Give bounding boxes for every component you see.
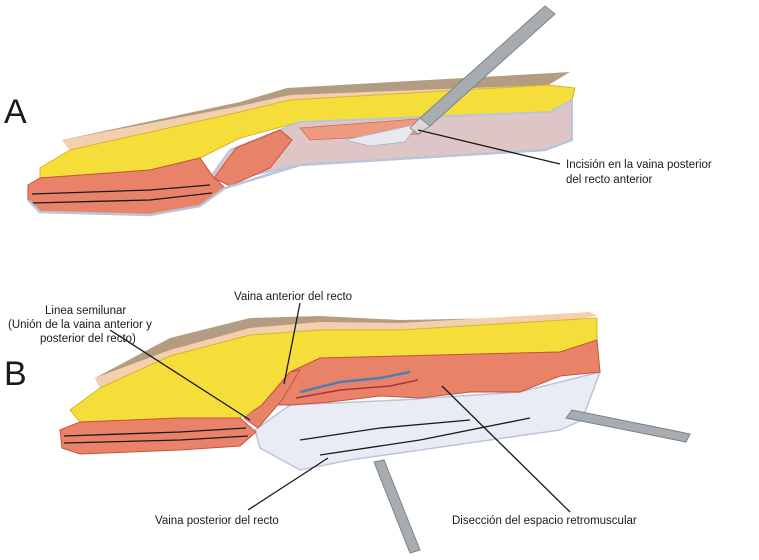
panel-b-lateral-muscles xyxy=(60,418,256,454)
semilunar-label-line-1: Linea semilunar xyxy=(45,305,126,317)
semilunar-label-line-2: (Unión de la vaina anterior y xyxy=(8,319,152,331)
incision-label-line-1: Incisión en la vaina posterior xyxy=(566,159,712,171)
posterior-sheath-leader xyxy=(248,458,328,510)
anterior-sheath-label: Vaina anterior del recto xyxy=(234,291,352,303)
incision-label-line-2: del recto anterior xyxy=(566,174,652,186)
panel-b-letter: B xyxy=(4,355,27,393)
retractor-right-icon xyxy=(566,410,690,442)
semilunar-label-line-3: posterior del recto) xyxy=(40,333,136,345)
panel-a: A Incisión en la vaina posterior del rec… xyxy=(4,6,712,215)
retromuscular-label: Disección del espacio retromuscular xyxy=(452,515,637,527)
panel-a-letter: A xyxy=(4,93,27,131)
panel-b: B Linea semilunar (Unión de la vain xyxy=(4,291,690,553)
posterior-sheath-label: Vaina posterior del recto xyxy=(155,515,279,527)
retractor-left-icon xyxy=(374,460,420,553)
